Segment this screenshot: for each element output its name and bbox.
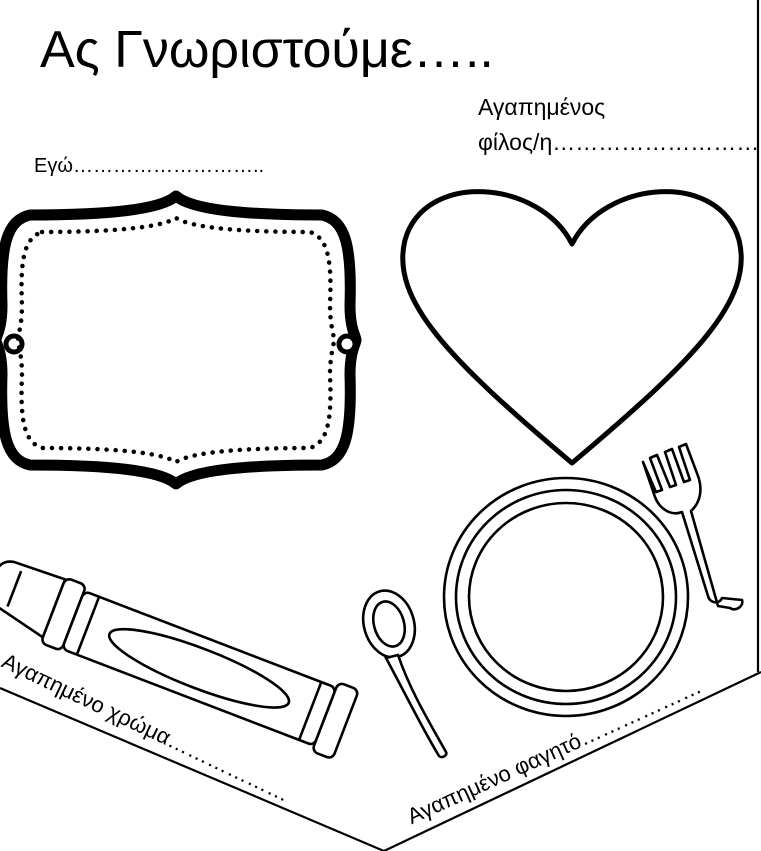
spoon-icon — [361, 589, 448, 759]
label-favorite-friend-line1: Αγαπημένος — [478, 94, 606, 120]
crayon-icon — [0, 560, 359, 759]
label-me: Εγώ……………………….. — [34, 155, 265, 177]
ornate-frame-icon — [0, 190, 362, 490]
plate-icon — [442, 476, 690, 718]
page-title: Ας Γνωριστούμε….. — [40, 21, 494, 79]
label-favorite-friend-line2: φίλος/η……………………… — [478, 129, 760, 155]
fork-icon — [641, 442, 744, 611]
heart-icon — [400, 189, 744, 466]
